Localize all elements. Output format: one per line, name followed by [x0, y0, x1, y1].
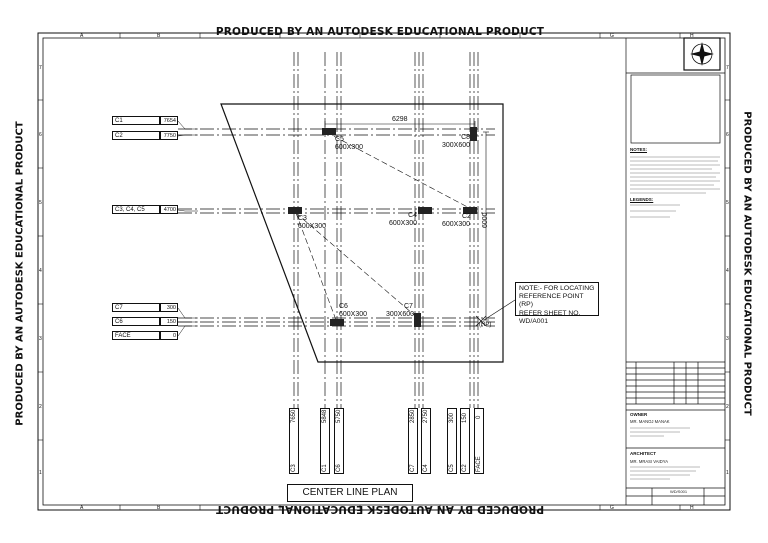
grid-number-1: 1: [39, 470, 42, 476]
plot-boundary: [220, 103, 504, 363]
col-label-c3: 7650 C3: [289, 408, 299, 474]
owner-name: MR. MANOJ MANAK: [630, 419, 670, 424]
owner-heading: OWNER: [630, 412, 648, 417]
row-value-face: 0: [160, 331, 178, 340]
row-value-c1: 7654: [160, 116, 178, 125]
note-box: NOTE:- FOR LOCATING REFERENCE POINT (RP)…: [515, 282, 599, 325]
row-value-c6: 150: [160, 317, 178, 326]
architect-heading: ARCHITECT: [630, 451, 656, 456]
col-label-c7: 2850 C7: [408, 408, 418, 474]
legends-heading: LEGENDS:: [630, 197, 654, 202]
grid-number-5: 5: [39, 200, 42, 206]
row-label-leaders: [177, 120, 198, 337]
sheet-number: WD/S001: [670, 489, 688, 494]
row-value-c2: 7750: [160, 131, 178, 140]
row-label-c6: C6: [112, 317, 160, 326]
row-value-c7: 300: [160, 303, 178, 312]
note-line-3: REFER SHEET NO. WD/A001: [519, 309, 581, 325]
col-label-face: 0 FACE: [474, 408, 484, 474]
watermark-right: PRODUCED BY AN AUTODESK EDUCATIONAL PROD…: [741, 111, 753, 416]
column-marks: [288, 127, 477, 327]
grid-letter-h: H: [690, 33, 694, 39]
grid-letter-b: B: [157, 33, 161, 39]
watermark-left: PRODUCED BY AN AUTODESK EDUCATIONAL PROD…: [14, 121, 26, 426]
dimension-lines: [324, 121, 489, 321]
grid-number-4: 4: [39, 268, 42, 274]
grid-number-7: 7: [39, 65, 42, 71]
row-label-c7: C7: [112, 303, 160, 312]
column-c3: [288, 207, 302, 214]
row-label-c1: C1: [112, 116, 160, 125]
col-label-c5: 300 C5: [447, 408, 457, 474]
grid-number-3-right: 3: [726, 336, 729, 342]
drawing-title: CENTER LINE PLAN: [287, 484, 413, 502]
grid-letter-a: A: [80, 33, 84, 39]
note-leader: [483, 299, 516, 321]
grid-number-6: 6: [39, 132, 42, 138]
column-c4: [418, 207, 432, 214]
dimension-top: 6298: [392, 116, 408, 123]
col-label-c4: 2750 C4: [421, 408, 431, 474]
column-c8: [470, 127, 477, 141]
title-block-note-lines: [630, 156, 720, 480]
dimension-right: 6000: [482, 212, 489, 228]
grid-letter-g-bottom: G: [610, 505, 614, 511]
grid-number-6-right: 6: [726, 132, 729, 138]
vertical-centre-lines: [293, 52, 479, 408]
grid-number-5-right: 5: [726, 200, 729, 206]
note-line-1: NOTE:- FOR LOCATING: [519, 285, 595, 292]
title-block-frame: [625, 38, 725, 505]
grid-number-2-right: 2: [726, 404, 729, 410]
col-label-c2: 150 C2: [460, 408, 470, 474]
watermark-top: PRODUCED BY AN AUTODESK EDUCATIONAL PROD…: [215, 26, 545, 38]
grid-number-4-right: 4: [726, 268, 729, 274]
column-c2: [463, 207, 477, 214]
grid-number-7-right: 7: [726, 65, 729, 71]
row-label-c3-c4-c5: C3, C4, C5: [112, 205, 160, 214]
column-c7: [414, 313, 421, 327]
diagonal-reference-lines: [295, 131, 476, 321]
row-label-face: FACE: [112, 331, 160, 340]
architect-name: MR. MRASI VAIDYA: [630, 459, 669, 464]
column-c1: [322, 128, 336, 135]
grid-letter-h-bottom: H: [690, 505, 694, 511]
row-label-c2: C2: [112, 131, 160, 140]
notes-heading: NOTES:: [630, 147, 648, 152]
grid-number-3: 3: [39, 336, 42, 342]
col-label-c1: 5848 C1: [320, 408, 330, 474]
col-label-c6: 5750 C6: [334, 408, 344, 474]
north-arrow-icon: [683, 37, 721, 71]
reference-point-mark: [475, 315, 487, 327]
reference-point-label: (RP): [479, 322, 492, 328]
note-line-2: REFERENCE POINT (RP): [519, 293, 584, 309]
grid-letter-a-bottom: A: [80, 505, 84, 511]
grid-ticks: [38, 33, 730, 510]
grid-number-2: 2: [39, 404, 42, 410]
grid-number-1-right: 1: [726, 470, 729, 476]
grid-letter-g: G: [610, 33, 614, 39]
column-c6: [330, 319, 344, 326]
row-value-c3-c4-c5: 4700: [160, 205, 178, 214]
watermark-bottom: PRODUCED BY AN AUTODESK EDUCATIONAL PROD…: [215, 503, 545, 515]
grid-letter-b-bottom: B: [157, 505, 161, 511]
